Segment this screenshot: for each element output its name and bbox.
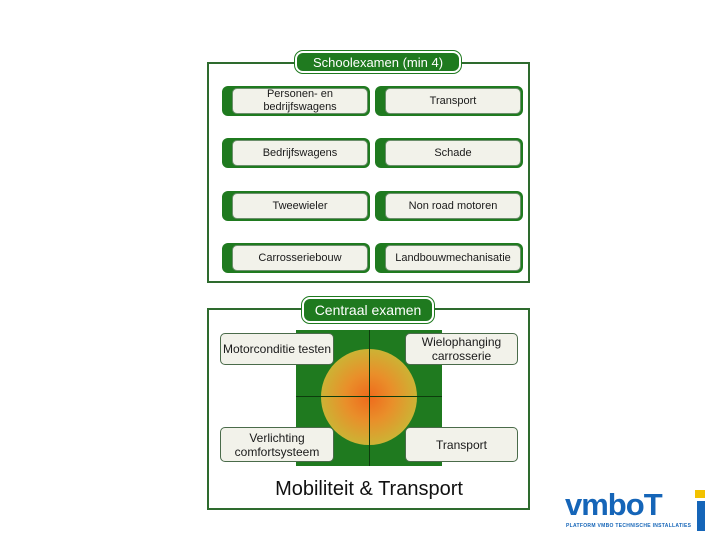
tile-non-road-motoren: Non road motoren (375, 191, 523, 221)
tile-tweewieler: Tweewieler (222, 191, 370, 221)
tile-bedrijfswagens: Bedrijfswagens (222, 138, 370, 168)
box-transport: Transport (405, 427, 518, 462)
tile-label: Non road motoren (385, 193, 521, 219)
tile-label: Tweewieler (232, 193, 368, 219)
schoolexamen-title: Schoolexamen (min 4) (294, 50, 462, 74)
tile-label: Landbouwmechanisatie (385, 245, 521, 271)
logo-wordmark: vmboT (565, 487, 663, 522)
tile-label: Personen- en bedrijfswagens (232, 88, 368, 114)
vmbo-ti-logo: vmboT PLATFORM VMBO TECHNISCHE INSTALLAT… (565, 488, 715, 533)
tile-transport: Transport (375, 86, 523, 116)
tile-label: Transport (385, 88, 521, 114)
box-wielophanging-carrosserie: Wielophanging carrosserie (405, 333, 518, 365)
centraal-examen-title: Centraal examen (301, 296, 435, 324)
tile-landbouwmechanisatie: Landbouwmechanisatie (375, 243, 523, 273)
tile-personen-bedrijfswagens: Personen- en bedrijfswagens (222, 86, 370, 116)
logo-subtitle: PLATFORM VMBO TECHNISCHE INSTALLATIES (566, 523, 692, 529)
tile-label: Schade (385, 140, 521, 166)
logo-i-mark (695, 490, 705, 531)
tile-label: Bedrijfswagens (232, 140, 368, 166)
quadrant-divider-horizontal (296, 396, 442, 397)
mobiliteit-transport-title: Mobiliteit & Transport (275, 478, 463, 500)
tile-schade: Schade (375, 138, 523, 168)
box-motorconditie-testen: Motorconditie testen (220, 333, 334, 365)
box-verlichting-comfortsysteem: Verlichting comfortsysteem (220, 427, 334, 462)
tile-carrosseriebouw: Carrosseriebouw (222, 243, 370, 273)
quadrant-divider-vertical (369, 330, 370, 466)
tile-label: Carrosseriebouw (232, 245, 368, 271)
